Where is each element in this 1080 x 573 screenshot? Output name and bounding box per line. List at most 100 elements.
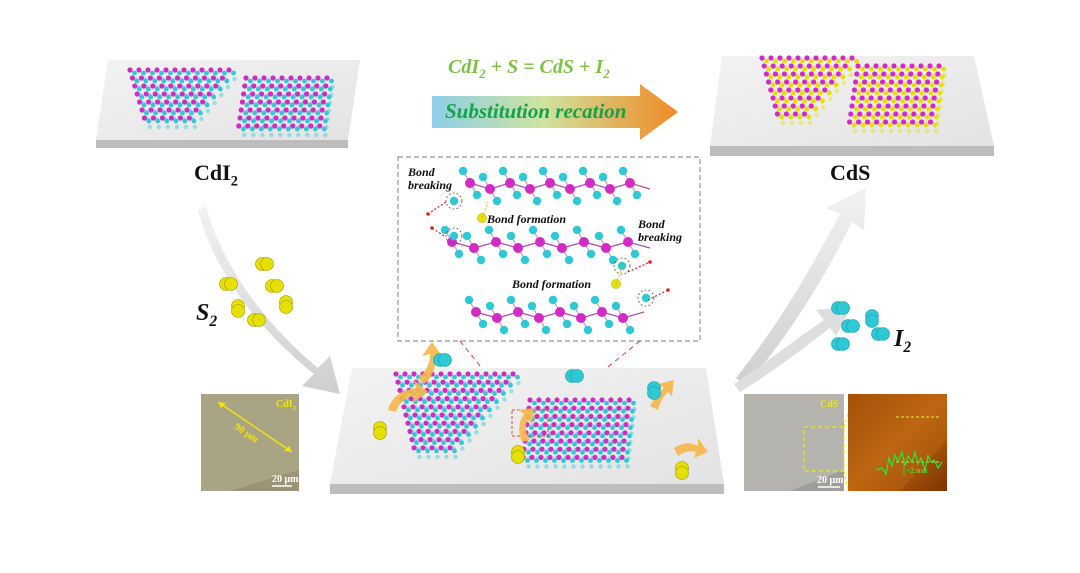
- cds-lattice-metal-atom: [873, 63, 879, 69]
- inset-iodine-atom: [458, 166, 468, 176]
- mid-lattice-anion-atom: [594, 408, 599, 414]
- mid-lattice-metal-atom: [608, 397, 614, 403]
- cds-lattice-anion-atom: [864, 98, 870, 104]
- mid-lattice-metal-atom: [451, 387, 457, 393]
- cds-lattice-metal-atom: [890, 71, 896, 77]
- mid-lattice-metal-atom: [423, 420, 429, 426]
- cdi2-lattice-metal-atom: [159, 83, 165, 89]
- cdi2-lattice-metal-atom: [182, 99, 188, 105]
- cdi2-lattice-metal-atom: [272, 123, 278, 129]
- inset-iodine-atom: [562, 319, 572, 329]
- cdi2-lattice-metal-atom: [143, 91, 149, 97]
- cds-lattice-metal-atom: [864, 63, 870, 69]
- mid-lattice-metal-atom: [473, 404, 479, 410]
- cds-lattice-anion-atom: [923, 122, 929, 128]
- cds-lattice-anion-atom: [885, 74, 891, 80]
- inset-cd-atom: [585, 178, 595, 188]
- cds-lattice-metal-atom: [799, 71, 806, 77]
- cdi2-lattice-metal-atom: [186, 83, 192, 89]
- mid-lattice-metal-atom: [403, 412, 409, 418]
- s2-molecule: [224, 277, 238, 291]
- cdi2-lattice-metal-atom: [268, 91, 274, 97]
- cdi2-lattice-anion-atom: [293, 78, 298, 84]
- cdi2-lattice-shadow-atom: [183, 124, 189, 130]
- cds-lattice-anion-atom: [873, 98, 879, 104]
- cdi2-lattice-anion-atom: [303, 126, 309, 132]
- cds-lattice-metal-atom: [826, 71, 833, 77]
- cdi2-lattice-shadow-atom: [251, 132, 256, 138]
- inset-iodine-atom: [472, 190, 482, 200]
- cdi2-lattice-metal-atom: [177, 115, 183, 121]
- cdi2-lattice-anion-atom: [272, 94, 278, 100]
- inset-iodine-atom: [598, 172, 608, 182]
- forming-bond: [481, 201, 489, 219]
- mid-lattice-anion-atom: [581, 441, 586, 447]
- incoming-sulfur-dimer: [511, 450, 525, 464]
- incoming-sulfur-dimer: [373, 426, 387, 440]
- eq-part-mid: + S = CdS + I: [485, 56, 604, 78]
- mid-lattice-metal-atom: [538, 454, 544, 460]
- mid-lattice-anion-atom: [423, 440, 428, 446]
- mid-lattice-anion-atom: [627, 433, 632, 439]
- cdi2-lattice-anion-atom: [308, 94, 314, 100]
- cdi2-lattice-metal-atom: [292, 107, 298, 113]
- mid-lattice-anion-atom: [535, 449, 540, 455]
- cds-lattice-metal-atom: [835, 71, 842, 77]
- cdi2-lattice-metal-atom: [200, 99, 206, 105]
- cds-lattice-anion-atom: [855, 98, 861, 104]
- release-arrow-head: [648, 260, 652, 264]
- mid-lattice-anion-atom: [630, 408, 635, 414]
- cdi2-lattice-metal-atom: [279, 75, 285, 81]
- mid-lattice-anion-atom: [565, 425, 570, 431]
- mid-lattice-metal-atom: [411, 445, 417, 451]
- cdi2-lattice-anion-atom: [195, 70, 200, 76]
- cdi2-lattice-metal-atom: [242, 83, 248, 89]
- inset-iodine-atom: [520, 255, 530, 265]
- cdi2-lattice-anion-atom: [316, 102, 322, 108]
- cds-lattice-anion-atom: [782, 58, 787, 64]
- mid-lattice-anion-atom: [618, 433, 623, 439]
- mid-lattice-anion-atom: [557, 417, 562, 422]
- cdi2-lattice-shadow-atom: [205, 108, 211, 114]
- cdi2-lattice-metal-atom: [322, 91, 328, 97]
- mid-lattice-anion-atom: [462, 415, 467, 421]
- cdi2-lattice-anion-atom: [199, 86, 205, 92]
- inset-cd-atom: [625, 178, 635, 188]
- mid-lattice-anion-atom: [460, 407, 465, 413]
- inset-iodine-atom: [625, 325, 635, 335]
- cdi2-lattice-metal-atom: [315, 75, 321, 81]
- cds-lattice-metal-atom: [883, 119, 889, 125]
- cds-lattice-anion-atom: [775, 98, 780, 104]
- cds-lattice-anion-atom: [905, 122, 911, 128]
- mid-lattice-metal-atom: [607, 405, 613, 411]
- mid-lattice-shadow-atom: [467, 438, 472, 443]
- cdi2-lattice-anion-atom: [171, 110, 176, 116]
- cds-lattice-anion-atom: [878, 122, 884, 128]
- mid-lattice-anion-atom: [414, 440, 419, 446]
- mid-lattice-anion-atom: [580, 449, 585, 455]
- mid-lattice-metal-atom: [559, 430, 565, 436]
- cdi2-lattice-metal-atom: [308, 123, 314, 129]
- cds-lattice-anion-atom: [902, 82, 908, 88]
- mid-lattice-anion-atom: [416, 448, 421, 454]
- cds-lattice-metal-atom: [820, 79, 826, 85]
- cds-lattice-anion-atom: [863, 106, 868, 112]
- cdi2-lattice-metal-atom: [210, 75, 216, 81]
- mid-lattice-metal-atom: [531, 438, 537, 444]
- cdi2-lattice-metal-atom: [252, 75, 258, 81]
- cds-lattice-metal-atom: [779, 63, 785, 69]
- mid-lattice-anion-atom: [431, 399, 436, 405]
- mid-lattice-metal-atom: [574, 454, 580, 460]
- mid-lattice-anion-atom: [628, 425, 633, 431]
- mid-lattice-shadow-atom: [453, 454, 458, 460]
- cdi2-lattice-metal-atom: [219, 75, 225, 81]
- cds-lattice-anion-atom: [815, 82, 821, 88]
- cds-lattice-metal-atom: [859, 95, 865, 101]
- cds-lattice-anion-atom: [818, 58, 823, 64]
- mid-lattice-anion-atom: [528, 433, 533, 439]
- cdi2-lattice-left: [127, 67, 237, 130]
- cds-lattice-metal-atom: [931, 95, 937, 101]
- s2-label-main: S: [196, 300, 210, 326]
- mid-lattice-metal-atom: [586, 430, 592, 436]
- cds-lattice-metal-atom: [768, 55, 774, 61]
